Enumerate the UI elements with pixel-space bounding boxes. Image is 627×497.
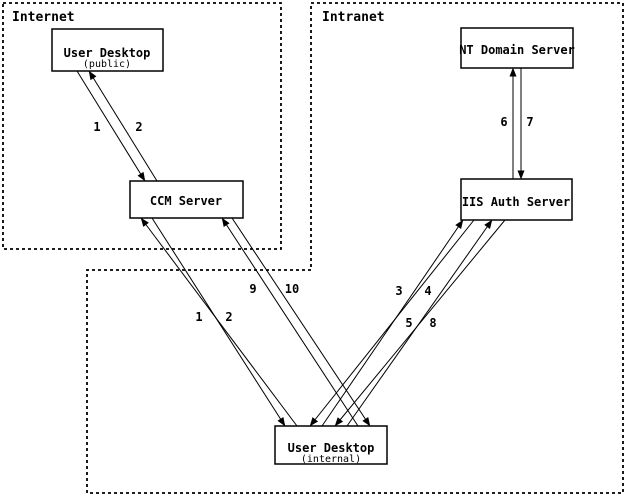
node-ccm-server: CCM Server [129, 180, 244, 219]
edge-label-9: 9 [249, 282, 256, 296]
edge-label-4: 4 [424, 284, 431, 298]
edge-label-5: 5 [405, 316, 412, 330]
edge-label-8: 8 [429, 316, 436, 330]
edge-label-6: 6 [500, 115, 507, 129]
edge-8-iis-to-internal-desktop [334, 219, 506, 427]
nt-domain-server-title: NT Domain Server [459, 43, 575, 57]
edge-10-ccm-to-internal-desktop [231, 217, 371, 427]
user-desktop-public-title: User Desktop [64, 46, 151, 60]
node-user-desktop-internal: User Desktop (internal) [274, 425, 388, 465]
edge-2-ccm-to-public-desktop [88, 70, 158, 182]
ccm-server-box [129, 180, 244, 219]
user-desktop-public-box [51, 28, 164, 72]
edge-label-1-public: 1 [93, 120, 100, 134]
nt-domain-server-box [460, 27, 574, 69]
edge-label-7: 7 [526, 115, 533, 129]
user-desktop-internal-title: User Desktop [288, 441, 375, 455]
edge-1-public-desktop-to-ccm [76, 70, 146, 182]
edge-label-1-internal: 1 [195, 310, 202, 324]
ccm-server-title: CCM Server [150, 194, 222, 208]
node-user-desktop-public: User Desktop (public) [51, 28, 164, 72]
edge-9-internal-desktop-to-ccm [221, 217, 359, 427]
user-desktop-internal-subtitle: (internal) [301, 454, 361, 465]
intranet-zone-border [86, 2, 624, 494]
iis-auth-server-title: IIS Auth Server [462, 195, 570, 209]
edge-label-2-public: 2 [135, 120, 142, 134]
node-iis-auth-server: IIS Auth Server [460, 178, 573, 221]
user-desktop-public-subtitle: (public) [83, 59, 131, 70]
edge-2-ccm-to-internal-desktop [151, 217, 286, 427]
node-nt-domain-server: NT Domain Server [459, 27, 575, 69]
internet-zone-border [2, 2, 282, 250]
edge-4-iis-to-internal-desktop [309, 219, 475, 427]
iis-auth-server-box [460, 178, 573, 221]
edge-label-10: 10 [285, 282, 299, 296]
edge-label-3: 3 [395, 284, 402, 298]
edge-label-2-internal: 2 [225, 310, 232, 324]
intranet-zone-label: Intranet [322, 10, 385, 25]
user-desktop-internal-box [274, 425, 388, 465]
internet-zone-label: Internet [12, 10, 75, 25]
